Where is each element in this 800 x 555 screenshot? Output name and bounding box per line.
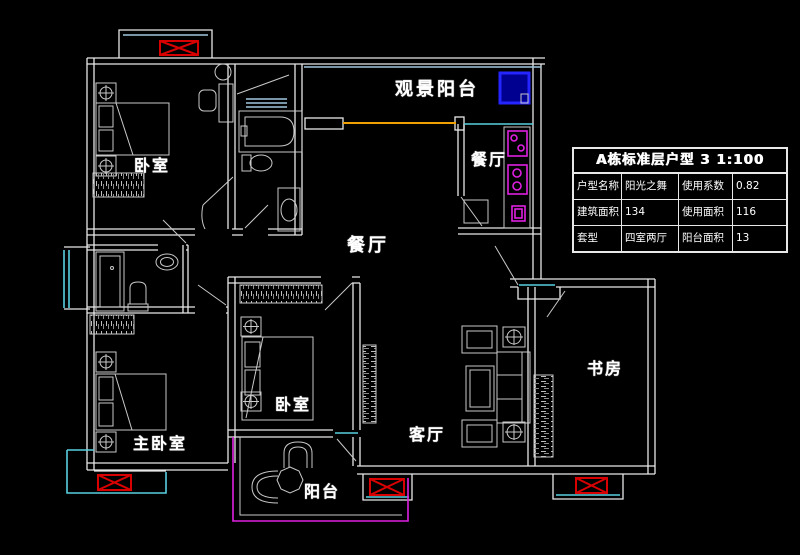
study-furniture <box>533 374 554 458</box>
balcony-outline-magenta <box>232 432 409 522</box>
table-cell: 116 <box>732 200 786 225</box>
table-cell: 四室两厅 <box>621 226 678 251</box>
bedroom-mid-furniture <box>239 284 377 424</box>
window-x-symbol <box>159 40 199 56</box>
bedroom-tl-furniture <box>92 63 234 198</box>
bathroom2-fixtures <box>95 251 179 312</box>
room-label-bedroom-mid: 卧室 <box>274 395 312 414</box>
table-cell: 使用系数 <box>678 174 732 199</box>
table-row: 建筑面积 134 使用面积 116 <box>574 199 786 225</box>
window-left-bathroom2 <box>63 246 90 310</box>
table-cell: 134 <box>621 200 678 225</box>
window-x-symbol <box>369 478 405 496</box>
table-cell: 阳台面积 <box>678 226 732 251</box>
bathroom1-fixtures <box>236 74 303 232</box>
table-row: 套型 四室两厅 阳台面积 13 <box>574 225 786 251</box>
table-cell: 户型名称 <box>577 180 619 192</box>
bay-window-bottom-center <box>362 474 413 501</box>
title-block-table: A栋标准层户型 3 1:100 户型名称 阳光之舞 使用系数 0.82 建筑面积… <box>572 147 788 253</box>
table-cell: 使用面积 <box>678 200 732 225</box>
table-cell: 套型 <box>577 232 598 244</box>
living-room-furniture <box>461 325 531 448</box>
table-cell: 13 <box>732 226 786 251</box>
window-x-symbol <box>97 474 132 491</box>
door-leaves <box>162 176 566 462</box>
room-label-living: 客厅 <box>408 425 446 444</box>
bay-window-bottom-left <box>66 449 167 494</box>
kitchen-fixtures <box>463 126 531 229</box>
table-cell: 0.82 <box>732 174 786 199</box>
bathroom1-window <box>246 98 287 108</box>
room-label-dining: 餐厅 <box>347 235 389 256</box>
room-label-bedroom-tl: 卧室 <box>133 156 171 175</box>
title-block-header: A栋标准层户型 3 1:100 <box>574 149 786 174</box>
balcony-view-track <box>343 122 533 125</box>
table-cell: 阳光之舞 <box>621 174 678 199</box>
room-label-study: 书房 <box>586 359 624 378</box>
room-label-master-bedroom: 主卧室 <box>132 434 188 453</box>
balcony-furniture <box>251 441 313 504</box>
master-bedroom-furniture <box>89 314 167 453</box>
interior-walls <box>87 64 655 466</box>
table-cell: 建筑面积 <box>577 206 619 218</box>
room-label-balcony: 阳台 <box>303 482 341 501</box>
table-row: 户型名称 阳光之舞 使用系数 0.82 <box>574 174 786 199</box>
exterior-walls <box>86 57 656 475</box>
room-label-view-balcony: 观景阳台 <box>395 79 479 100</box>
room-label-kitchen: 餐厅 <box>470 150 508 169</box>
window-x-symbol <box>575 477 608 494</box>
bay-window-top-left <box>118 29 213 58</box>
bay-window-study <box>552 474 624 500</box>
fridge <box>498 71 531 105</box>
